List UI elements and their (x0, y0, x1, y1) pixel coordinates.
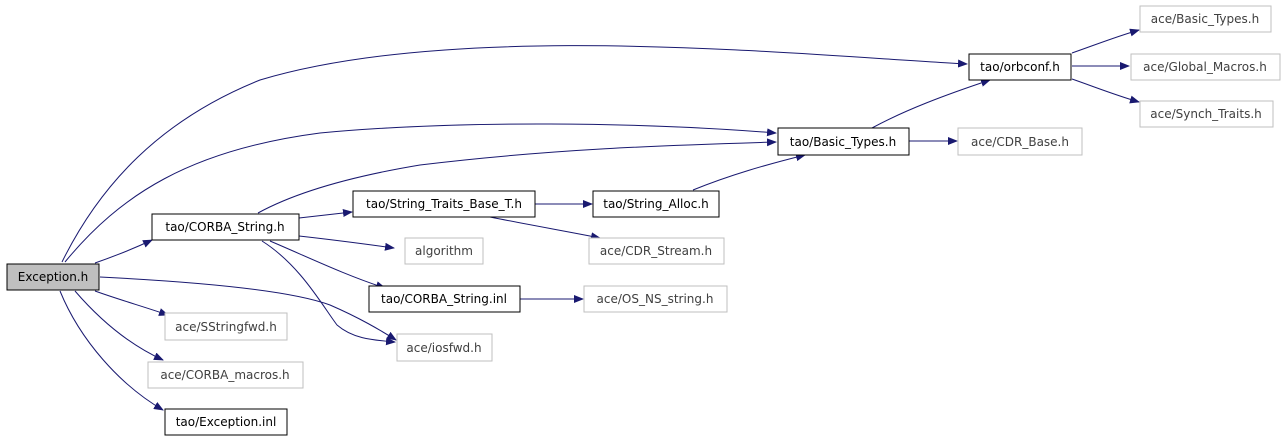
edge-string-traits-to-cdr-stream (489, 216, 601, 241)
edge-string-alloc-to-tao-basic-types (692, 153, 806, 191)
node-label: tao/Basic_Types.h (790, 135, 896, 149)
node-tao-basic-types-h[interactable]: tao/Basic_Types.h (777, 127, 910, 156)
node-label: ace/CDR_Stream.h (600, 244, 712, 258)
node-label: ace/CORBA_macros.h (160, 368, 289, 382)
edge-exception-to-exception-inl (59, 290, 164, 411)
node-ace-basic-types-h[interactable]: ace/Basic_Types.h (1139, 5, 1272, 33)
node-tao-string-traits-base-t-h[interactable]: tao/String_Traits_Base_T.h (352, 190, 536, 218)
node-label: ace/CDR_Base.h (971, 135, 1069, 149)
node-label: ace/Basic_Types.h (1151, 12, 1259, 26)
node-ace-sstringfwd-h[interactable]: ace/SStringfwd.h (164, 312, 288, 341)
node-label: ace/Synch_Traits.h (1150, 107, 1261, 121)
node-label: tao/orbconf.h (980, 60, 1060, 74)
node-exception-h[interactable]: Exception.h (6, 263, 100, 291)
node-label: ace/iosfwd.h (406, 341, 481, 355)
dependency-edges (59, 28, 1140, 411)
node-ace-cdr-stream-h[interactable]: ace/CDR_Stream.h (588, 237, 725, 265)
node-tao-orbconf-h[interactable]: tao/orbconf.h (968, 53, 1072, 81)
node-tao-exception-inl[interactable]: tao/Exception.inl (164, 408, 288, 436)
node-ace-global-macros-h[interactable]: ace/Global_Macros.h (1130, 53, 1281, 81)
node-label: tao/String_Traits_Base_T.h (366, 197, 522, 211)
node-tao-string-alloc-h[interactable]: tao/String_Alloc.h (592, 190, 720, 218)
node-ace-synch-traits-h[interactable]: ace/Synch_Traits.h (1139, 100, 1274, 128)
edge-tao-basic-types-to-orbconf (871, 79, 991, 129)
edge-exception-to-orbconf (61, 45, 968, 263)
node-label: Exception.h (18, 270, 88, 284)
edge-exception-to-sstringfwd (94, 290, 169, 316)
edge-exception-to-iosfwd (99, 276, 397, 341)
edge-exception-to-tao-basic-types (64, 123, 777, 263)
node-ace-os-ns-string-h[interactable]: ace/OS_NS_string.h (583, 285, 728, 313)
node-label: ace/Global_Macros.h (1143, 60, 1267, 74)
node-label: tao/CORBA_String.h (165, 220, 284, 234)
edge-exception-to-corba-string (94, 239, 153, 264)
edge-exception-to-corba-macros (74, 290, 164, 361)
edge-corba-string-to-string-traits (298, 209, 353, 219)
node-label: tao/String_Alloc.h (603, 197, 709, 211)
edge-orbconf-to-synch-traits (1071, 78, 1140, 104)
node-label: ace/SStringfwd.h (175, 320, 277, 334)
node-ace-corba-macros-h[interactable]: ace/CORBA_macros.h (147, 361, 304, 389)
edge-orbconf-to-ace-basic-types (1071, 28, 1140, 54)
edge-corba-string-to-corba-string-inl (269, 240, 386, 290)
edge-corba-string-to-algorithm (298, 235, 395, 251)
node-label: algorithm (415, 244, 473, 258)
edge-corba-string-to-iosfwd (261, 240, 396, 346)
edge-corba-string-to-tao-basic-types (257, 138, 777, 214)
node-tao-corba-string-h[interactable]: tao/CORBA_String.h (151, 213, 300, 241)
node-label: tao/Exception.inl (176, 415, 277, 429)
node-tao-corba-string-inl[interactable]: tao/CORBA_String.inl (368, 285, 521, 313)
node-ace-iosfwd-h[interactable]: ace/iosfwd.h (396, 333, 493, 362)
node-algorithm[interactable]: algorithm (404, 237, 484, 265)
file-nodes: Exception.h tao/orbconf.h ace/Basic_Type… (6, 5, 1281, 436)
node-label: ace/OS_NS_string.h (597, 292, 714, 306)
node-label: tao/CORBA_String.inl (381, 292, 507, 306)
node-ace-cdr-base-h[interactable]: ace/CDR_Base.h (957, 127, 1083, 156)
